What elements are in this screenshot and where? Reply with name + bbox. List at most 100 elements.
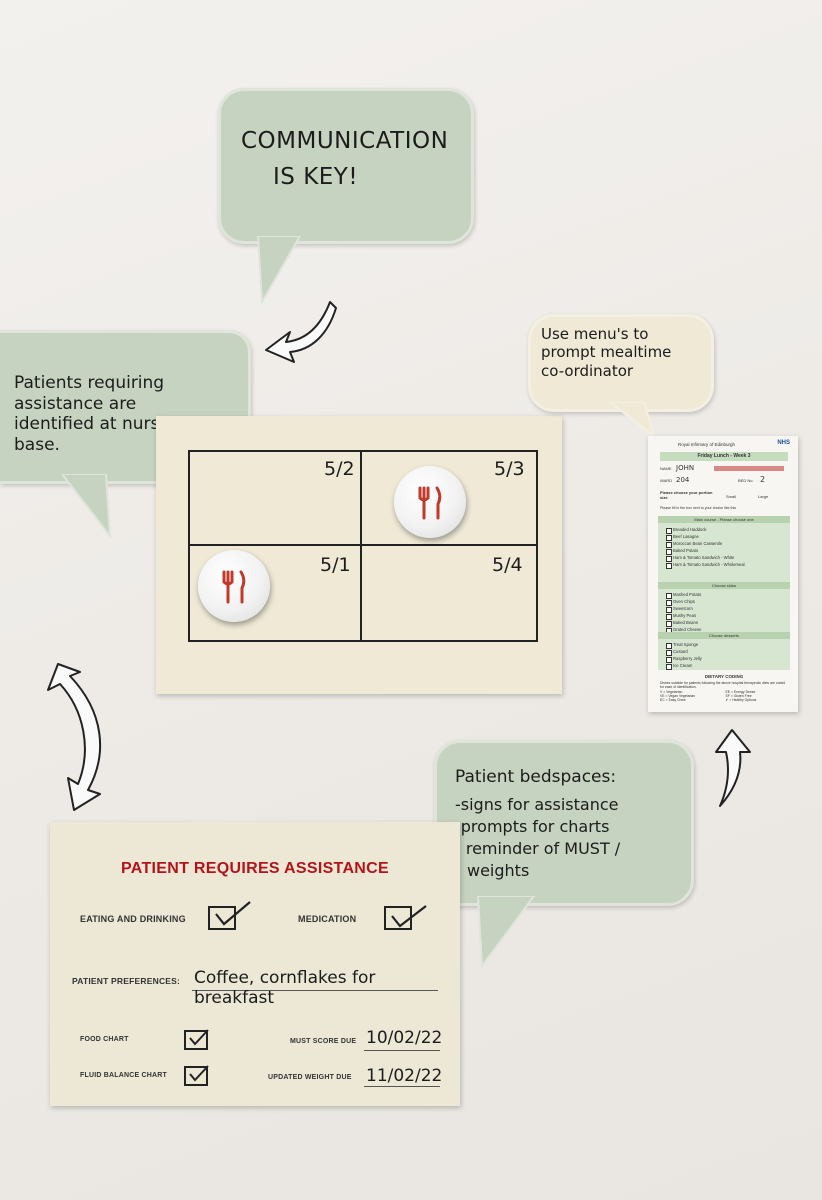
- patient-assistance-card: PATIENT REQUIRES ASSISTANCE EATING AND D…: [50, 822, 460, 1106]
- menu-item: Ham & Tomato Sandwich - White: [666, 554, 786, 562]
- ward-value: 204: [676, 476, 690, 484]
- dietary-code: EE = Energy Dense: [725, 690, 756, 694]
- food-chart-label: FOOD CHART: [80, 1036, 129, 1043]
- menu-item: Sweetcorn: [666, 605, 786, 613]
- up-arrow-icon: [715, 729, 751, 807]
- menu-checkbox: [666, 548, 672, 555]
- speech-bubble-communication: COMMUNICATION IS KEY!: [218, 88, 474, 244]
- hospital-name: Royal Infirmary of Edinburgh: [678, 442, 736, 447]
- menu-checkbox: [666, 527, 672, 534]
- preferences-label: PATIENT PREFERENCES:: [72, 976, 181, 986]
- menu-item: Treat Sponge: [666, 641, 786, 649]
- speech-bubble-bedspaces: Patient bedspaces: -signs for assistance…: [434, 740, 694, 906]
- name-label: NAME: [660, 466, 672, 471]
- bubble-line-2: IS KEY!: [273, 164, 359, 190]
- fluid-chart-label: FLUID BALANCE CHART: [80, 1072, 168, 1079]
- dietary-code: VE = Vegan Vegetarian: [660, 694, 696, 699]
- menu-item: Mashed Potato: [666, 591, 786, 599]
- menu-checkbox: [666, 562, 672, 569]
- dietary-code: V = Vegetarian: [660, 690, 683, 694]
- grid-divider: [188, 544, 536, 546]
- bubble-tail: [608, 402, 656, 439]
- menu-checkbox: [666, 620, 672, 627]
- menu-checkbox: [666, 555, 672, 562]
- curved-arrow-icon: [47, 663, 102, 811]
- bed-label-5-2: 5/2: [324, 458, 355, 480]
- ward-label: WARD: [660, 478, 673, 483]
- bed-board: 5/2 5/3 5/1 5/4: [156, 416, 562, 694]
- curved-arrow-icon: [265, 301, 337, 363]
- menu-item: Raspberry Jelly: [666, 655, 786, 663]
- bedspace-item: -prompts for charts: [455, 817, 610, 836]
- speech-bubble-menu: Use menu's to prompt mealtime co-ordinat…: [528, 314, 714, 412]
- speech-bubble-identified: Patients requiring assistance are identi…: [0, 330, 251, 484]
- bedspace-item: - reminder of MUST /: [455, 839, 621, 858]
- underline: [364, 1050, 440, 1051]
- food-chart-checkbox: [184, 1030, 208, 1050]
- card-title: PATIENT REQUIRES ASSISTANCE: [121, 860, 389, 877]
- menu-checkbox: [666, 656, 672, 663]
- bubble-tail: [256, 236, 302, 306]
- bubble-tail: [62, 474, 112, 540]
- lunch-menu-card: Royal Infirmary of Edinburgh NHS Friday …: [648, 436, 798, 712]
- menu-checkbox: [666, 541, 672, 548]
- menu-item: Custard: [666, 648, 786, 656]
- weight-label: UPDATED WEIGHT DUE: [268, 1074, 352, 1081]
- bed-label-5-1: 5/1: [320, 554, 351, 576]
- menu-checkbox: [666, 649, 672, 656]
- bedspace-item: -signs for assistance: [455, 795, 619, 814]
- cutlery-badge-icon: [198, 550, 270, 622]
- menu-checkbox: [666, 642, 672, 649]
- bubble-menu-text: Use menu's to prompt mealtime co-ordinat…: [541, 325, 672, 380]
- must-label: MUST SCORE DUE: [290, 1038, 357, 1045]
- preferences-value: breakfast: [194, 988, 275, 1008]
- bed-label: BED No.: [738, 478, 754, 483]
- bedspace-item: weights: [467, 861, 530, 880]
- bed-label-5-4: 5/4: [492, 554, 523, 576]
- menu-item: Breaded Haddock: [666, 526, 786, 534]
- cutlery-badge-icon: [394, 466, 466, 538]
- bed-grid: [188, 450, 538, 642]
- menu-checkbox: [666, 663, 672, 670]
- check-mark-icon: [189, 1065, 209, 1082]
- dietary-code: ✔ = Healthy Options: [725, 698, 757, 703]
- menu-title: Friday Lunch - Week 3: [660, 452, 788, 461]
- menu-checkbox: [666, 592, 672, 599]
- bed-value: 2: [760, 475, 766, 484]
- must-value: 10/02/22: [366, 1028, 443, 1048]
- eating-checkbox: [208, 906, 236, 930]
- check-mark-icon: [391, 905, 427, 928]
- dietary-note: Dishes suitable for patients following t…: [660, 681, 786, 689]
- portion-large-label: Large: [758, 494, 769, 499]
- name-value: JOHN: [676, 464, 695, 472]
- underline: [364, 1086, 440, 1087]
- portion-small-label: Small: [726, 494, 737, 499]
- nhs-logo: NHS: [777, 440, 790, 446]
- menu-item: Moroccan Bean Casserole: [666, 540, 786, 548]
- menu-item: Mushy Peas: [666, 612, 786, 620]
- menu-item: Baked Beans: [666, 619, 786, 627]
- bubble-identified-text: Patients requiring assistance are identi…: [14, 373, 179, 456]
- weight-value: 11/02/22: [366, 1066, 443, 1086]
- bubble-line-1: COMMUNICATION: [241, 128, 449, 154]
- dietary-code: SF = Gluten Free: [725, 694, 752, 699]
- menu-checkbox: [666, 534, 672, 541]
- menu-item: Beef Lasagne: [666, 533, 786, 541]
- bed-label-5-3: 5/3: [494, 458, 525, 480]
- menu-checkbox: [666, 606, 672, 613]
- menu-checkbox: [666, 613, 672, 620]
- menu-options-panel: [658, 516, 790, 670]
- check-mark-icon: [215, 901, 251, 926]
- tick-prompt: Please fill in the box next to your choi…: [660, 506, 737, 510]
- fluid-chart-checkbox: [184, 1066, 208, 1086]
- menu-item: Ice Cream: [666, 662, 786, 670]
- preferences-value: Coffee, cornflakes for: [194, 968, 376, 988]
- section-desserts: Choose desserts: [658, 632, 790, 639]
- menu-checkbox: [666, 599, 672, 606]
- check-mark-icon: [189, 1029, 209, 1046]
- underline: [192, 990, 438, 991]
